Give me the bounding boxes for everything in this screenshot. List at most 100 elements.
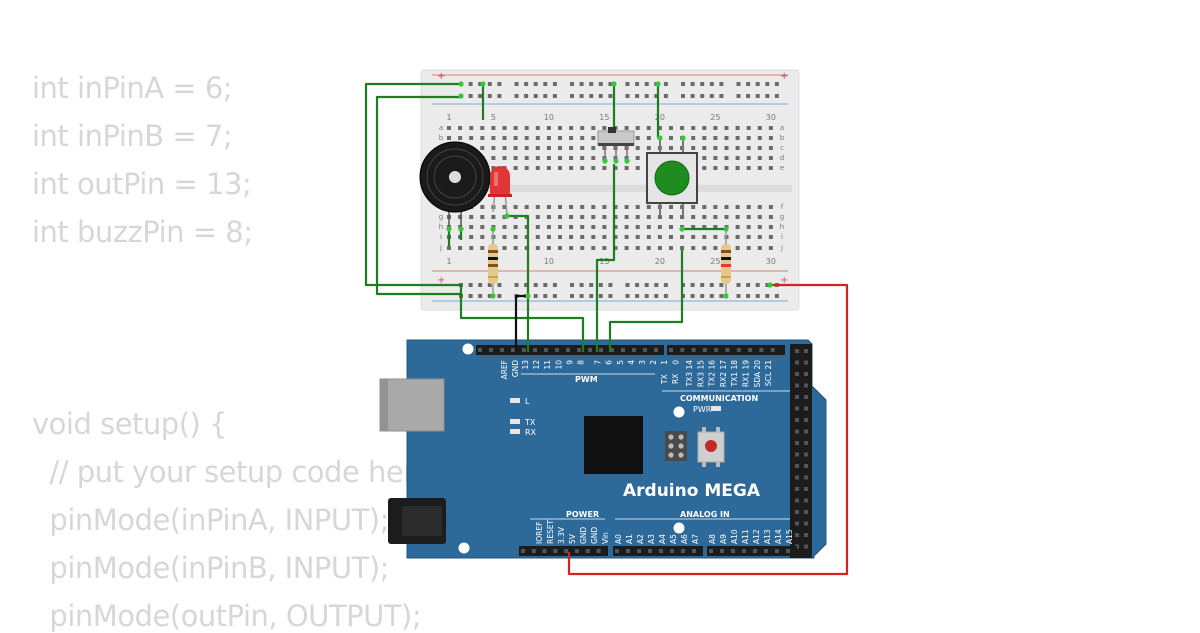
breadboard-hole: [646, 146, 651, 150]
board-name: Arduino MEGA: [623, 481, 761, 501]
breadboard-hole: [569, 136, 574, 140]
breadboard-hole: [746, 136, 751, 140]
rail-hole: [478, 94, 483, 98]
breadboard-hole: [646, 215, 651, 219]
breadboard-hole: [602, 126, 607, 130]
rail-hole: [533, 94, 538, 98]
pin-label: 3.3V: [557, 526, 566, 544]
breadboard-hole: [502, 246, 507, 250]
slide-switch[interactable]: [597, 127, 635, 161]
breadboard-hole: [580, 215, 585, 219]
bottom-rail-holes: [459, 283, 779, 298]
connection-dot: [680, 135, 686, 141]
reset-button-cap[interactable]: [705, 440, 717, 452]
breadboard-hole: [480, 246, 485, 250]
connection-dot: [624, 158, 630, 164]
led-l: [510, 398, 520, 403]
breadboard-hole: [480, 136, 485, 140]
breadboard-hole: [724, 146, 729, 150]
breadboard-hole: [524, 126, 529, 130]
breadboard-hole: [535, 246, 540, 250]
breadboard-hole: [746, 205, 751, 209]
pin-label: RX1 19: [742, 360, 751, 387]
rail-hole: [514, 82, 519, 86]
breadboard-hole: [746, 156, 751, 160]
rail-hole: [709, 283, 714, 287]
breadboard-hole: [691, 205, 696, 209]
breadboard-hole: [569, 205, 574, 209]
breadboard-hole: [724, 205, 729, 209]
breadboard-hole: [546, 205, 551, 209]
rail-hole: [608, 94, 613, 98]
wire-inner-left: [375, 95, 461, 296]
breadboard-hole: [524, 136, 529, 140]
breadboard-hole: [558, 156, 562, 160]
breadboard-hole: [546, 225, 551, 229]
code-line: pinMode(inPinB, INPUT);: [32, 551, 389, 585]
breadboard-hole: [458, 246, 463, 250]
connection-dot: [657, 135, 663, 141]
breadboard-hole: [680, 215, 685, 219]
led-l-label: L: [525, 397, 530, 406]
breadboard-hole: [524, 205, 529, 209]
row-letter: g: [439, 213, 443, 221]
rail-hole: [533, 82, 538, 86]
connection-dot: [655, 81, 661, 87]
breadboard-hole: [580, 156, 585, 160]
breadboard-hole: [580, 136, 585, 140]
pushbutton[interactable]: [646, 140, 698, 216]
row-letter: b: [439, 134, 444, 142]
power-label: POWER: [566, 510, 599, 519]
pin-label: TX1 18: [730, 360, 739, 388]
breadboard-hole: [680, 246, 685, 250]
breadboard-hole: [702, 246, 707, 250]
pin-label: A9: [719, 534, 728, 544]
power-analog-header: [519, 546, 797, 556]
rail-hole: [736, 283, 741, 287]
pin-label: A0: [614, 534, 623, 544]
pin-label: 5: [616, 360, 625, 365]
breadboard-hole: [702, 235, 707, 239]
breadboard-hole: [768, 136, 773, 140]
breadboard-hole: [724, 156, 729, 160]
breadboard-hole: [724, 126, 729, 130]
pin-label: A10: [730, 529, 739, 544]
rail-hole: [644, 294, 649, 298]
breadboard-hole: [535, 205, 540, 209]
breadboard-hole: [768, 225, 773, 229]
rail-hole: [690, 82, 695, 86]
column-number: 20: [655, 113, 665, 122]
breadboard-hole: [724, 136, 729, 140]
pin-label: 12: [532, 360, 541, 370]
rail-hole: [589, 294, 594, 298]
breadboard-hole: [768, 156, 773, 160]
breadboard-hole: [469, 246, 474, 250]
rail-hole: [552, 283, 557, 287]
breadboard-hole: [513, 136, 518, 140]
rail-hole: [579, 94, 584, 98]
pin-label: 3: [638, 360, 647, 365]
pin-label: TX: [660, 374, 669, 385]
rail-hole: [635, 283, 640, 287]
breadboard-hole: [635, 235, 640, 239]
rail-hole: [478, 283, 483, 287]
rail-hole: [468, 82, 473, 86]
rail-hole: [690, 294, 695, 298]
rail-hole: [598, 94, 603, 98]
led-rx-label: RX: [525, 428, 537, 437]
pin-label: A15: [785, 529, 794, 544]
breadboard-hole: [558, 205, 562, 209]
wire-buzzer-pin8: [459, 285, 585, 352]
breadboard-hole: [713, 146, 718, 150]
breadboard-hole: [535, 146, 540, 150]
breadboard-hole: [624, 225, 629, 229]
rail-hole: [497, 94, 502, 98]
breadboard-hole: [591, 215, 596, 219]
breadboard-hole: [713, 205, 718, 209]
breadboard-hole: [502, 156, 507, 160]
rail-hole: [524, 82, 529, 86]
breadboard-hole: [746, 225, 751, 229]
wires: [364, 82, 849, 576]
breadboard-hole: [735, 156, 740, 160]
rail-hole: [598, 82, 603, 86]
